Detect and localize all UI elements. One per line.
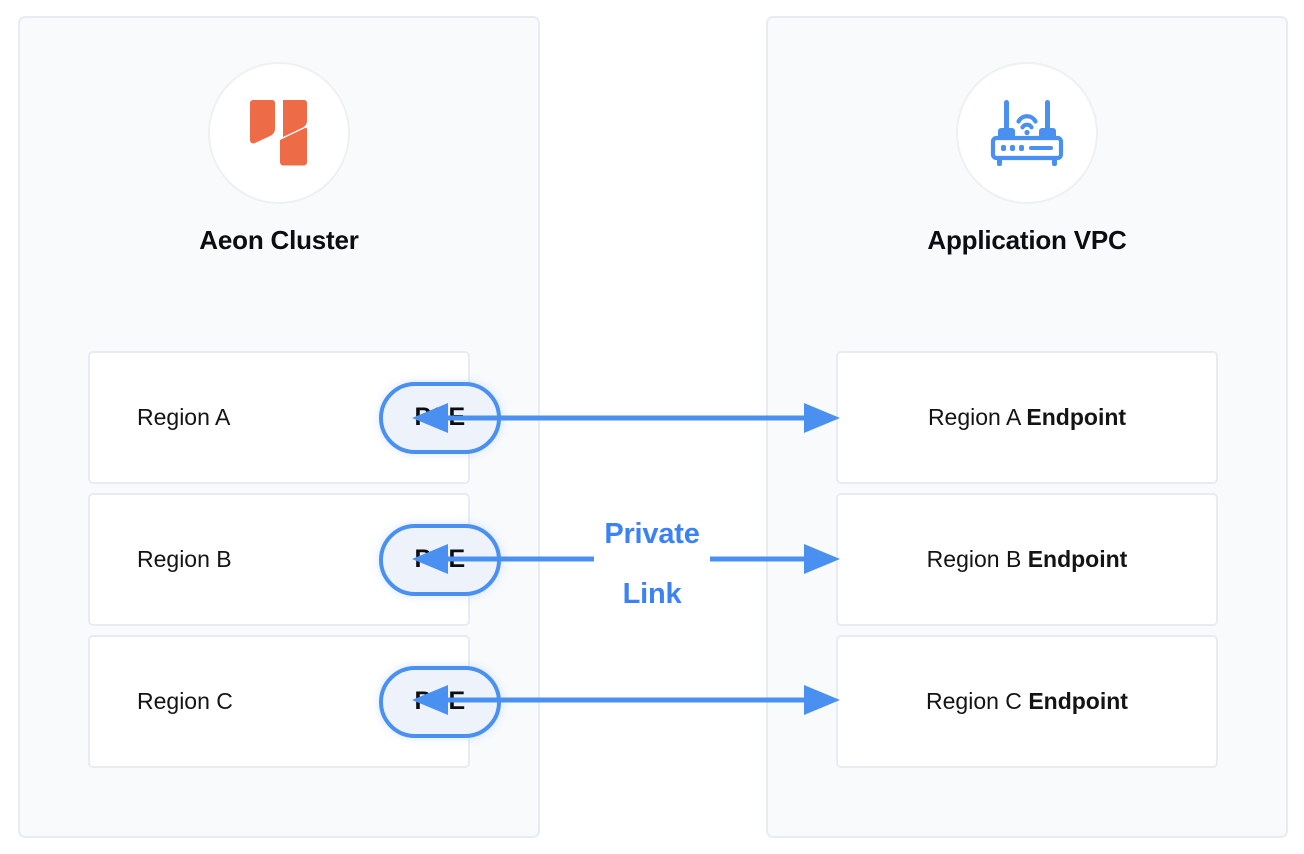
region-row-a[interactable]: Region A PSE xyxy=(88,351,501,484)
aeon-cluster-header: Aeon Cluster xyxy=(20,62,538,256)
endpoint-label-a: Region A Endpoint xyxy=(928,404,1126,431)
endpoint-row-a[interactable]: Region A Endpoint xyxy=(836,351,1218,484)
aeon-cluster-title: Aeon Cluster xyxy=(199,225,359,255)
region-row-b[interactable]: Region B PSE xyxy=(88,493,501,626)
aeon-cluster-panel: Aeon Cluster Region A PSE Region B PSE R… xyxy=(18,16,540,838)
application-vpc-panel: Application VPC Region A Endpoint Region… xyxy=(766,16,1288,838)
region-label-a: Region A xyxy=(137,404,231,430)
endpoint-row-b[interactable]: Region B Endpoint xyxy=(836,493,1218,626)
connection-arrow-region-c xyxy=(412,685,840,715)
endpoint-prefix-c: Region C xyxy=(926,688,1029,714)
region-label-b: Region B xyxy=(137,546,232,572)
application-vpc-title: Application VPC xyxy=(927,225,1127,255)
region-label-c: Region C xyxy=(137,688,233,714)
endpoint-label-b: Region B Endpoint xyxy=(927,546,1128,573)
router-icon-circle xyxy=(956,62,1098,204)
endpoint-label-c: Region C Endpoint xyxy=(926,688,1128,715)
connection-arrow-region-a xyxy=(412,403,840,433)
endpoint-bold-c: Endpoint xyxy=(1028,688,1128,714)
aeon-logo-circle xyxy=(208,62,350,204)
endpoint-bold-b: Endpoint xyxy=(1027,546,1128,572)
endpoint-list: Region A Endpoint Region B Endpoint Regi… xyxy=(768,351,1286,777)
connection-arrow-region-b xyxy=(412,544,840,574)
aeon-region-list: Region A PSE Region B PSE Region C PSE xyxy=(20,351,538,777)
router-icon xyxy=(990,100,1064,166)
endpoint-row-c[interactable]: Region C Endpoint xyxy=(836,635,1218,768)
endpoint-bold-a: Endpoint xyxy=(1026,404,1127,430)
endpoint-prefix-b: Region B xyxy=(926,546,1028,572)
application-vpc-header: Application VPC xyxy=(768,62,1286,256)
aeon-logo-icon xyxy=(250,100,307,166)
endpoint-prefix-a: Region A xyxy=(927,404,1027,430)
